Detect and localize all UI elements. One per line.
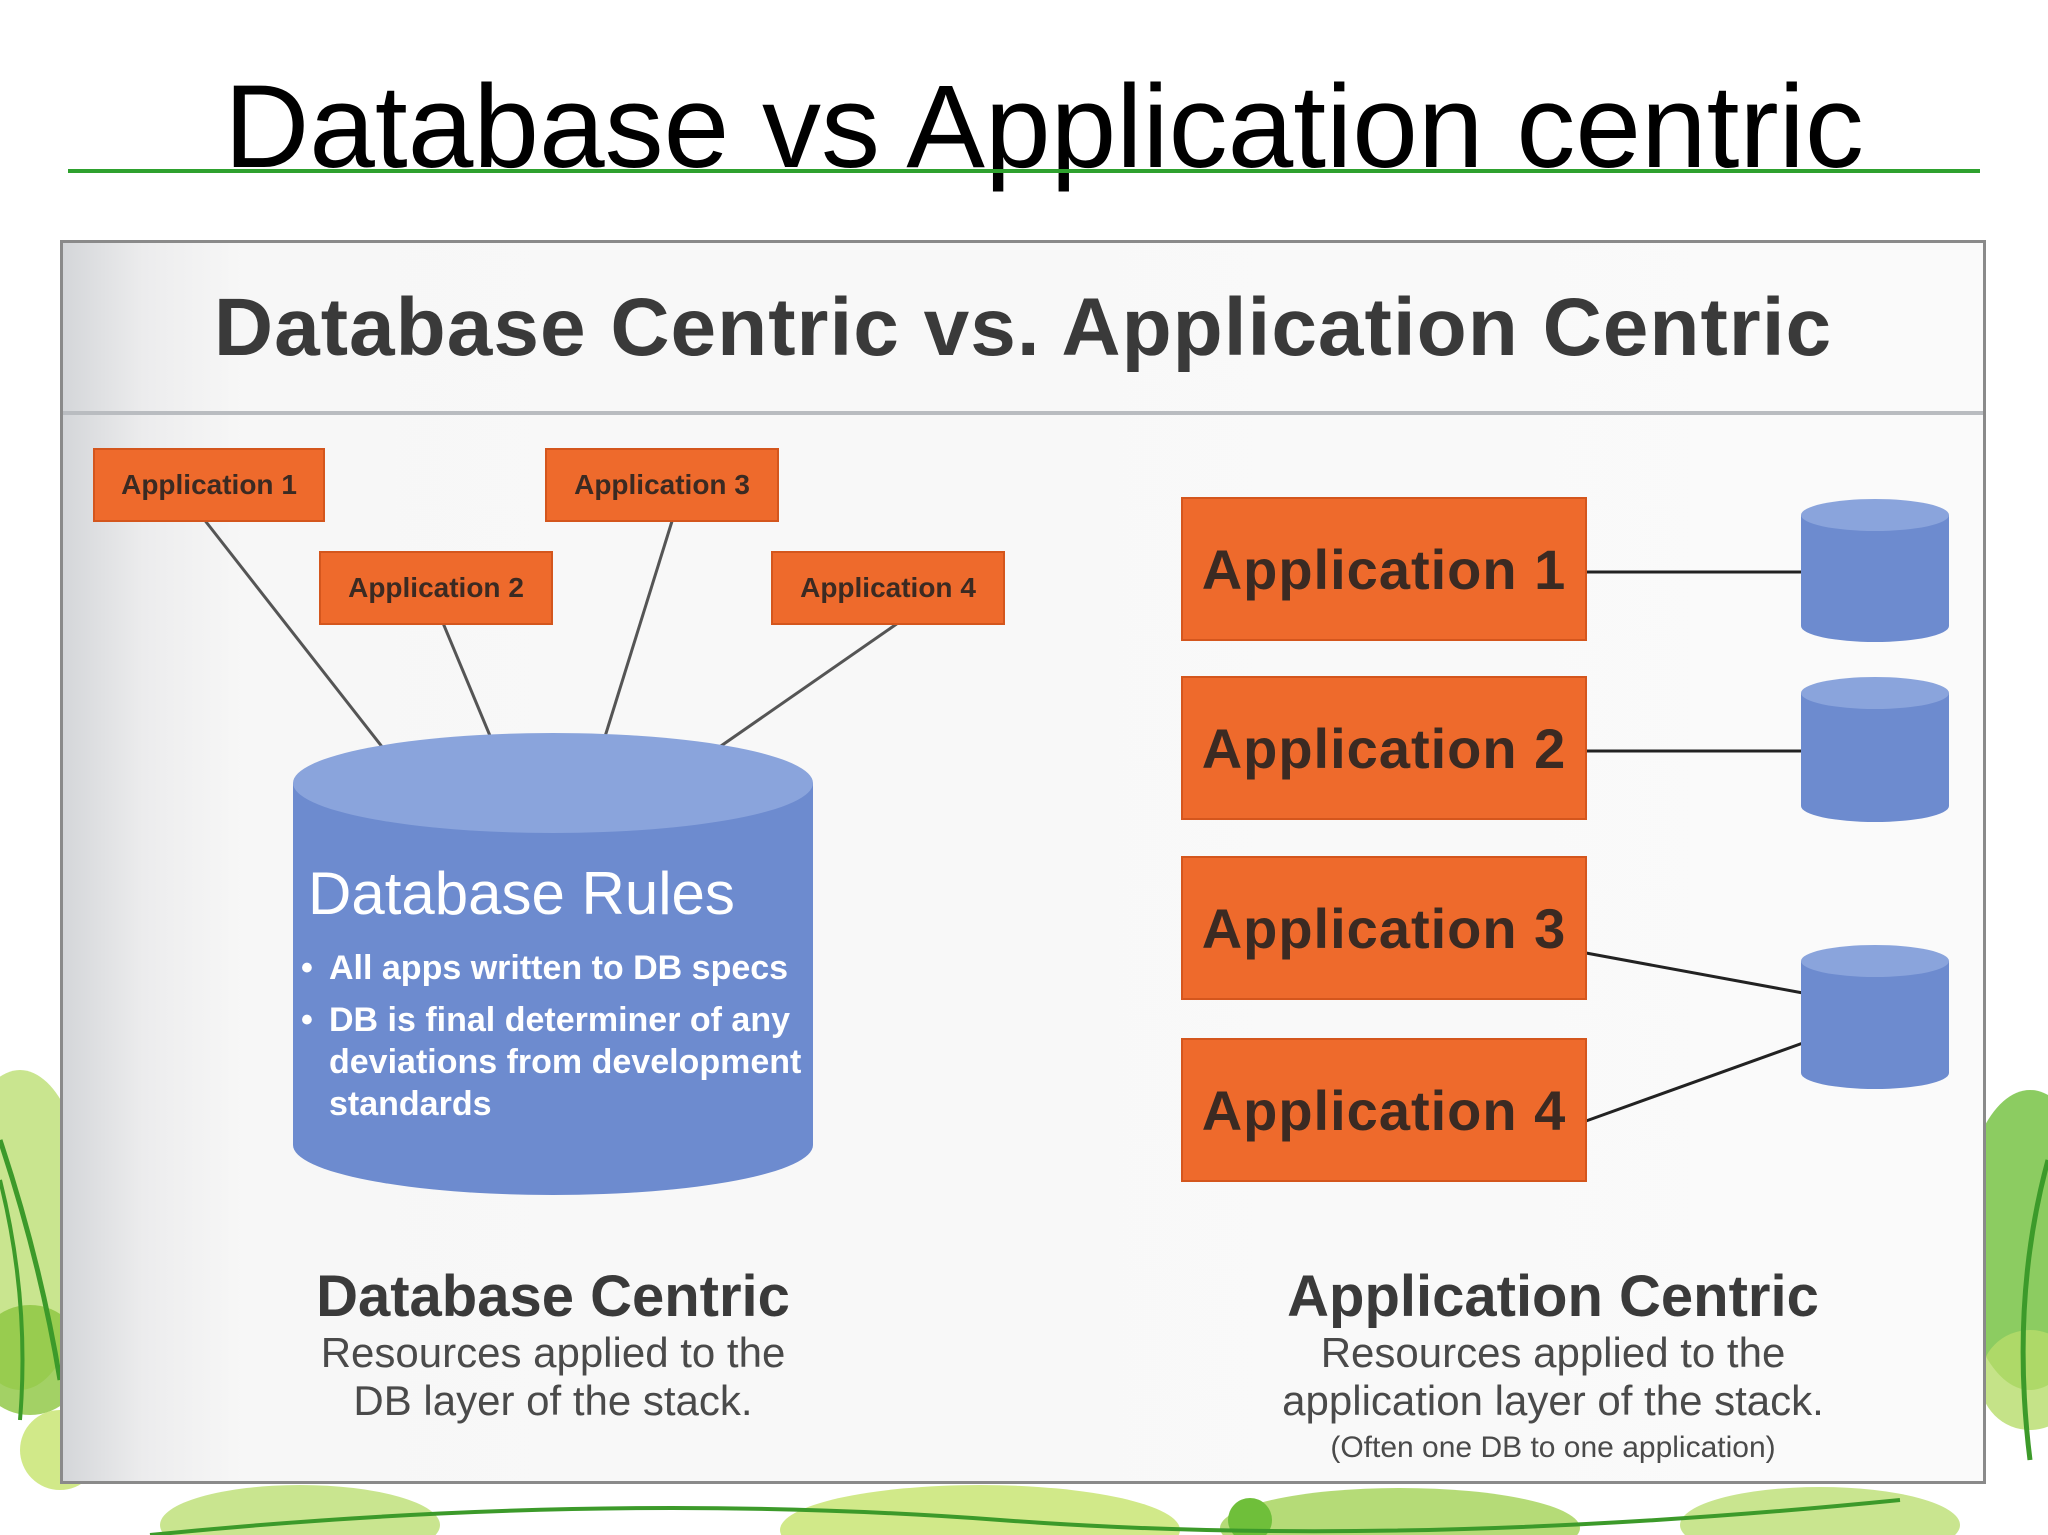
figure-header: Database Centric vs. Application Centric (63, 243, 1983, 415)
database-centric-description: Resources applied to the DB layer of the… (223, 1329, 883, 1425)
diagram-graphics (201, 499, 1949, 1195)
database-rules-title: Database Rules (308, 860, 735, 927)
connector-app1-db (201, 517, 385, 749)
bottom-leaf-decoration (149, 1485, 1960, 1535)
connector-app3-db (601, 517, 675, 744)
application-centric-heading: Application Centric (1287, 1264, 1819, 1329)
db-centric-app-3: Application 3 (545, 448, 779, 522)
db-centric-app-1: Application 1 (93, 448, 325, 522)
app-centric-app-1: Application 1 (1181, 497, 1587, 641)
app-centric-app-2: Application 2 (1181, 676, 1587, 820)
connector-app2-db (441, 622, 495, 744)
database-rule-item: • All apps written to DB specs (301, 947, 821, 989)
bullet-icon: • (301, 1001, 313, 1039)
application-centric-note: (Often one DB to one application) (1330, 1431, 1776, 1464)
connector-app4-db (717, 621, 899, 750)
database-rule-text: All apps written to DB specs (329, 949, 789, 987)
caption-line: application layer of the stack. (1282, 1377, 1824, 1424)
database-rule-text: DB is final determiner of any deviations… (329, 1001, 802, 1123)
app-centric-app-3: Application 3 (1181, 856, 1587, 1000)
caption-line: Resources applied to the (1320, 1329, 1786, 1376)
figure-divider (63, 411, 1983, 415)
db-centric-app-4: Application 4 (771, 551, 1005, 625)
bullet-icon: • (301, 949, 313, 987)
db-centric-app-2: Application 2 (319, 551, 553, 625)
database-icon-3 (1801, 945, 1949, 1089)
connector-app3-db3 (1585, 951, 1804, 995)
app-centric-app-4: Application 4 (1181, 1038, 1587, 1182)
caption-line: DB layer of the stack. (353, 1377, 753, 1424)
central-database-icon (293, 733, 813, 1195)
caption-line: Resources applied to the (320, 1329, 786, 1376)
database-rule-item: • DB is final determiner of any deviation… (301, 999, 821, 1125)
database-rules-list: • All apps written to DB specs • DB is fin… (301, 947, 821, 1135)
database-icon-2 (1801, 677, 1949, 822)
application-centric-description: Resources applied to the application lay… (1193, 1329, 1913, 1425)
diagram-figure: Database Centric vs. Application Centric (60, 240, 1986, 1484)
title-underline (68, 169, 1980, 173)
figure-title: Database Centric vs. Application Centric (213, 282, 1833, 373)
database-centric-heading: Database Centric (316, 1264, 790, 1329)
database-icon-1 (1801, 499, 1949, 642)
connector-app4-db3 (1585, 1041, 1804, 1123)
